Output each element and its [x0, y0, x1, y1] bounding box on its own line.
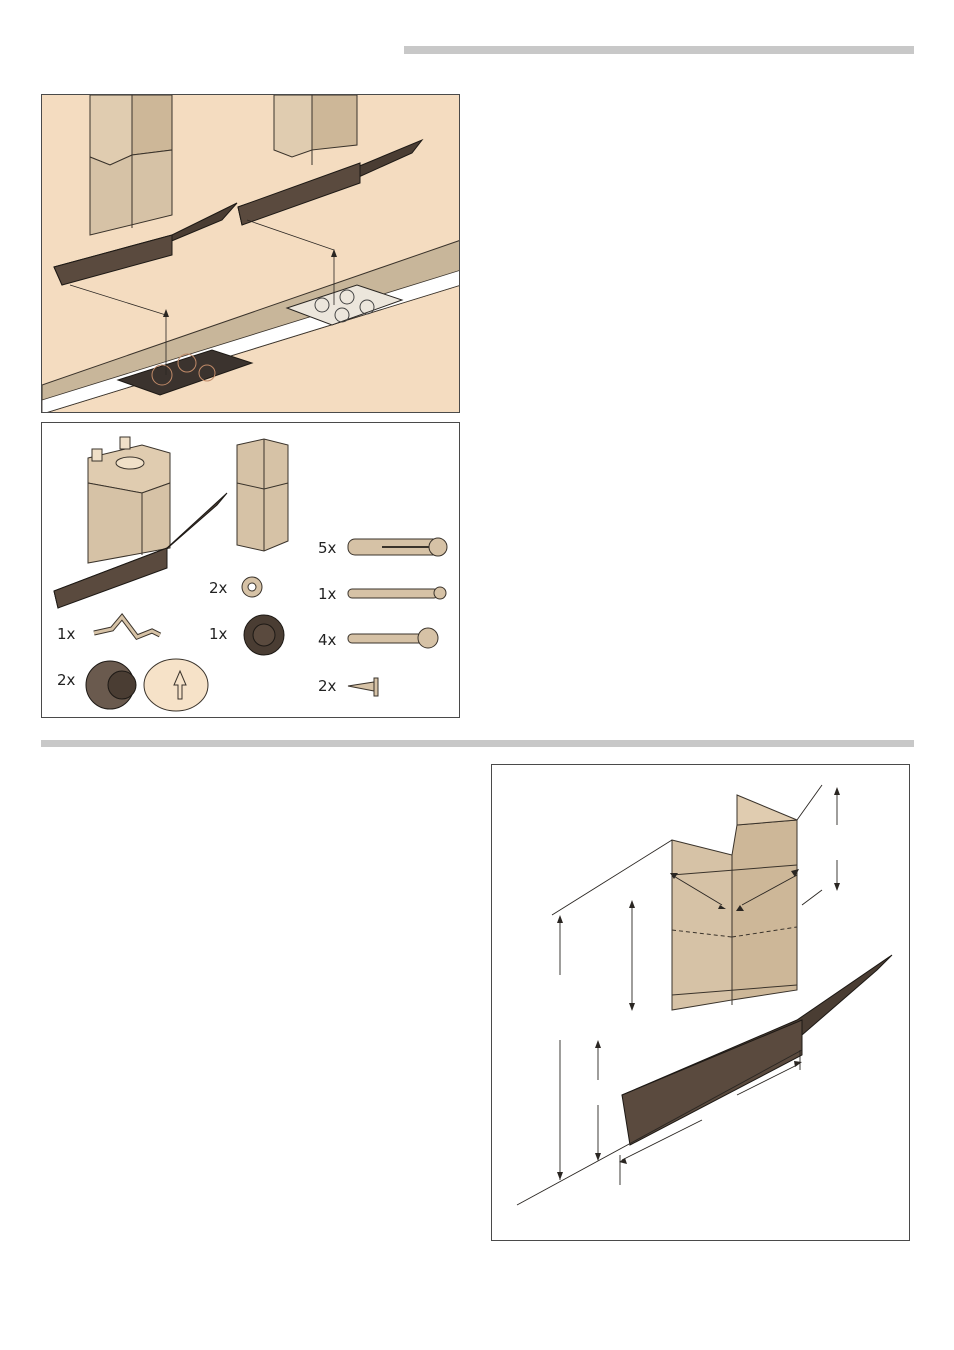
chimney-panel	[237, 439, 288, 551]
chimney-left	[90, 95, 172, 235]
dimensions-figure	[491, 764, 910, 1241]
extractor-parts	[86, 659, 208, 711]
installation-figure	[41, 94, 460, 413]
small-screw-part	[348, 678, 378, 696]
section-rule	[41, 740, 914, 747]
bracket-part	[94, 617, 160, 637]
qty-torx-screw: 4x	[318, 633, 336, 648]
long-screw-part	[348, 587, 446, 599]
qty-fixing-bracket: 1x	[57, 627, 75, 642]
qty-extractor-unit: 2x	[57, 673, 75, 688]
chimney-body	[672, 795, 797, 1010]
dowel-part	[348, 538, 447, 556]
dimensions-illustration	[492, 765, 910, 1241]
qty-long-screw: 1x	[318, 587, 336, 602]
installation-illustration	[42, 95, 460, 413]
qty-dowel: 5x	[318, 541, 336, 556]
parts-figure: 1x 2x 2x 1x 5x 1x 4x 2x	[41, 422, 460, 718]
qty-washer: 2x	[209, 581, 227, 596]
torx-screw-part	[348, 628, 438, 648]
qty-knob: 1x	[209, 627, 227, 642]
washer-part	[242, 577, 262, 597]
qty-small-screw: 2x	[318, 679, 336, 694]
hood-assembly	[54, 437, 227, 608]
parts-illustration	[42, 423, 460, 718]
header-rule	[404, 46, 914, 54]
knob-part	[244, 615, 284, 655]
